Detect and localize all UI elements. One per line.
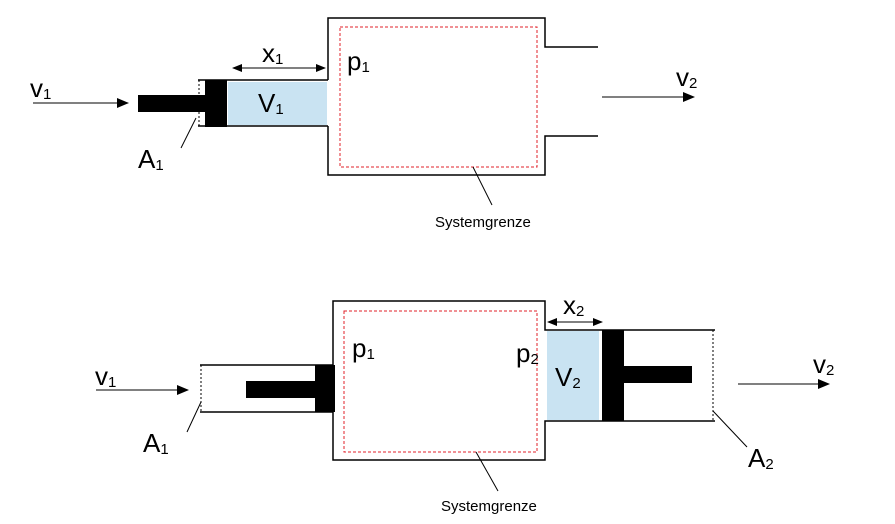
top-piston-rod [138,95,206,112]
top-V1-label: V1 [258,88,284,118]
top-gas-volume [228,82,327,125]
bottom-A1-label: A1 [143,428,169,458]
bottom-diagram: v1 p1 x2 p2 V2 A1 A2 v2 Systemgrenze [95,290,834,515]
bottom-a2-leader [712,410,748,448]
top-diagram: v1 x1 p1 V1 A1 v2 Systemgrenze [30,17,697,231]
top-v1-label: v1 [30,73,51,103]
bottom-right-piston-head [602,330,624,421]
bottom-A2-label: A2 [748,443,774,473]
top-system-boundary [339,26,538,168]
top-v2-label: v2 [676,62,697,92]
top-vessel-outline [198,17,598,176]
bottom-v2-label: v2 [813,349,834,379]
bottom-a1-leader [186,401,202,433]
bottom-gas-volume [547,331,599,420]
bottom-vessel-outline [200,300,715,461]
bottom-v1-label: v1 [95,361,116,391]
top-piston-head [205,80,227,127]
bottom-boundary-leader [475,451,499,492]
bottom-x2-label: x2 [563,290,584,320]
top-a1-leader [180,117,197,149]
top-systemgrenze-label: Systemgrenze [435,214,531,231]
bottom-p2-label: p2 [516,338,539,368]
top-x1-label: x1 [262,38,283,68]
bottom-systemgrenze-label: Systemgrenze [441,498,537,515]
bottom-system-boundary [343,310,538,453]
bottom-right-piston-rod [623,366,692,383]
top-boundary-leader [472,166,493,206]
bottom-p1-label: p1 [352,333,375,363]
top-A1-label: A1 [138,144,164,174]
top-p1-label: p1 [347,46,370,76]
bottom-left-piston-head [315,365,335,412]
bottom-left-piston-rod [246,381,316,398]
bottom-V2-label: V2 [555,362,581,392]
